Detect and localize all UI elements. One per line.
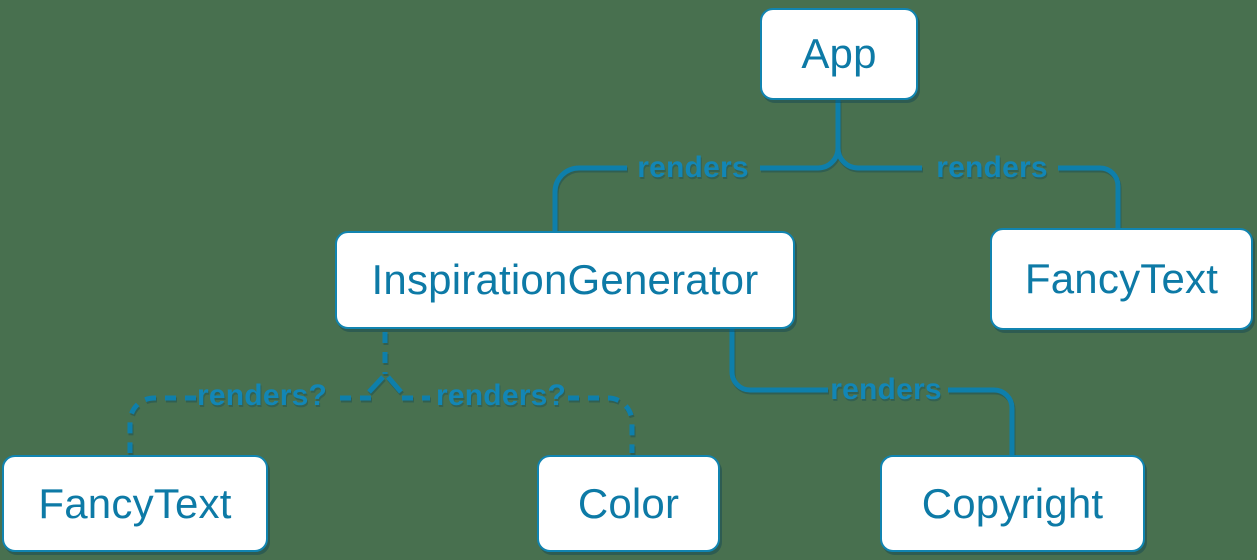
edge-label-app-fancytext: renders	[936, 151, 1048, 184]
node-color: Color	[537, 455, 720, 552]
connector-inspiration-to-color-h2	[568, 395, 635, 453]
edge-label-inspiration-color: renders?	[436, 379, 566, 412]
node-inspiration-generator: InspirationGenerator	[335, 231, 795, 329]
connector-dashed-split-right-tick	[386, 375, 403, 394]
edge-label-inspiration-fancytext: renders?	[197, 379, 327, 412]
edge-label-app-inspiration: renders	[637, 151, 749, 184]
connector-app-to-inspiration-right	[552, 165, 627, 231]
node-fancy-text-bottom: FancyText	[2, 455, 268, 552]
connector-app-to-fancytext-left	[835, 147, 922, 171]
connector-app-to-fancytext-right	[1058, 165, 1121, 228]
connector-inspiration-to-copyright-right	[948, 387, 1015, 455]
node-app: App	[760, 8, 918, 100]
node-fancy-text-top: FancyText	[990, 228, 1253, 330]
edge-label-inspiration-copyright: renders	[830, 373, 942, 406]
connector-dashed-split-left-tick	[367, 375, 385, 394]
connector-inspiration-to-fancytext-h2	[127, 395, 196, 453]
connector-app-to-inspiration-left	[760, 147, 841, 171]
connector-inspiration-to-copyright-left	[729, 329, 828, 393]
node-copyright: Copyright	[880, 455, 1145, 552]
